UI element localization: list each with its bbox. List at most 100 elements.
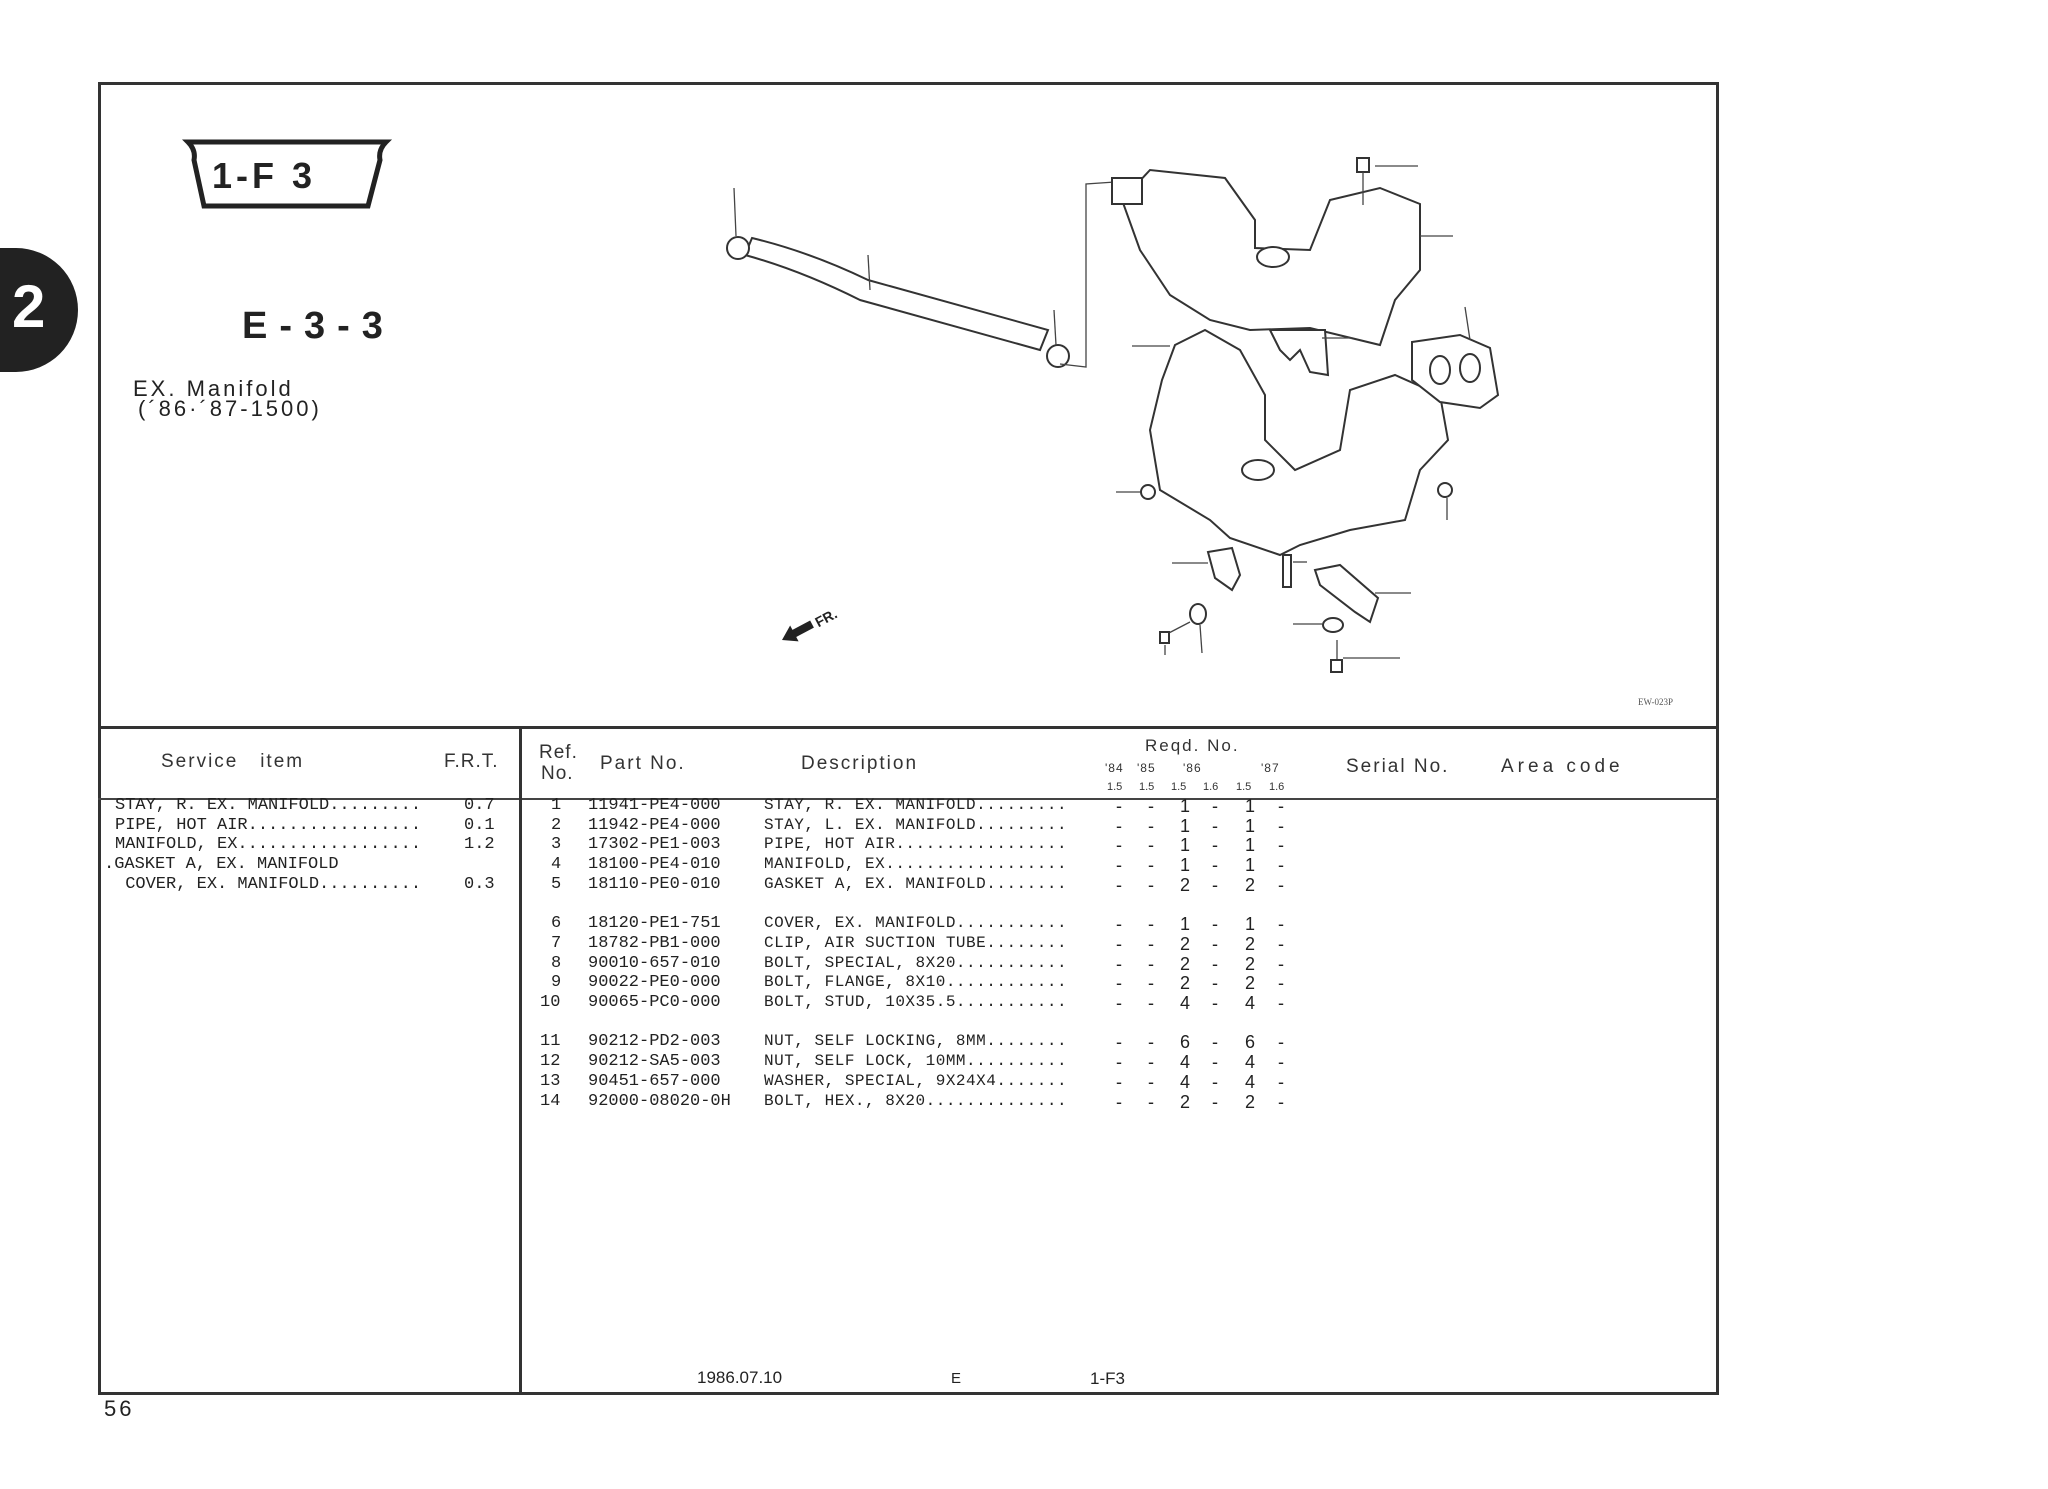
part-no: 18100-PE4-010 [588,855,721,875]
service-item-frt: 0.1 [464,815,495,835]
required-qty: - [1148,933,1154,954]
required-qty: - [1278,1071,1284,1092]
part-no: 92000-08020-0H [588,1091,731,1111]
header-area-code: Area code [1501,756,1624,777]
header-year: '87 [1261,761,1280,775]
part-no: 90212-PD2-003 [588,1032,721,1052]
footer-language: E [951,1370,962,1387]
header-serial-no: Serial No. [1346,756,1450,777]
required-qty: 1 [1180,855,1191,876]
header-engine-size: 1.5 [1139,781,1155,793]
required-qty: - [1212,973,1218,994]
page-frame [98,82,1719,1395]
required-qty: - [1278,1091,1284,1112]
required-qty: - [1116,835,1122,856]
required-qty: - [1148,874,1154,895]
part-no: 90022-PE0-000 [588,973,721,993]
ref-no: 4 [551,855,562,875]
required-qty: 2 [1245,1091,1256,1112]
header-year: '86 [1183,761,1202,775]
required-qty: - [1116,933,1122,954]
header-description: Description [801,753,919,774]
page-title: EX. Manifold [133,376,294,401]
service-item-frt: 0.3 [464,874,495,894]
divider [98,798,1719,800]
part-no: 11941-PE4-000 [588,796,721,815]
header-year: '85 [1137,761,1156,775]
part-no: 90065-PC0-000 [588,993,721,1012]
required-qty: 1 [1245,835,1256,856]
required-qty: - [1212,1032,1218,1053]
header-engine-size: 1.5 [1236,781,1252,793]
front-direction-arrow: FR. [782,605,840,642]
exhaust-manifold [1148,328,1450,557]
header-frt: F.R.T. [444,751,499,772]
required-qty: - [1278,796,1284,816]
required-qty: 2 [1245,973,1256,994]
header-ref-no: No. [541,763,574,784]
required-qty: - [1116,953,1122,974]
description: BOLT, HEX., 8X20.............. [764,1091,1068,1110]
required-qty: 4 [1245,1052,1256,1073]
part-no: 18120-PE1-751 [588,914,721,934]
required-qty: - [1116,1071,1122,1092]
required-qty: - [1116,796,1122,816]
hot-air-pipe [743,236,1050,352]
washer [1322,617,1344,633]
ref-no: 14 [540,1091,561,1111]
stud-bolt [1282,554,1292,588]
required-qty: - [1116,973,1122,994]
service-item: MANIFOLD, EX.................. [115,835,422,855]
part-no: 90451-657-000 [588,1071,721,1091]
nut [1437,482,1453,498]
description: BOLT, STUD, 10X35.5........... [764,993,1068,1011]
required-qty: - [1278,835,1284,856]
required-qty: 4 [1180,993,1191,1013]
required-qty: - [1212,796,1218,816]
ref-no: 2 [551,815,562,835]
required-qty: - [1212,1091,1218,1112]
service-item: STAY, R. EX. MANIFOLD......... [115,796,422,815]
required-qty: 1 [1245,855,1256,876]
page-number: 56 [104,1396,135,1421]
clip [726,236,750,260]
required-qty: - [1116,914,1122,935]
required-qty: - [1212,914,1218,935]
required-qty: - [1148,1052,1154,1073]
header-service-item: Service item [161,751,305,772]
required-qty: - [1212,815,1218,836]
required-qty: 2 [1245,953,1256,974]
special-bolt [1330,659,1343,673]
part-no: 11942-PE4-000 [588,815,721,835]
required-qty: 6 [1245,1032,1256,1053]
required-qty: - [1278,973,1284,994]
required-qty: 1 [1180,796,1191,816]
description: PIPE, HOT AIR................. [764,835,1068,854]
required-qty: 2 [1180,933,1191,954]
ref-no: 11 [540,1032,561,1052]
required-qty: 1 [1180,835,1191,856]
service-item-frt: 1.2 [464,835,495,855]
description: NUT, SELF LOCKING, 8MM........ [764,1032,1068,1051]
header-year: '84 [1105,761,1124,775]
required-qty: - [1116,1032,1122,1053]
required-qty: - [1148,1091,1154,1112]
ref-no: 12 [540,1052,561,1072]
required-qty: - [1148,1032,1154,1053]
required-qty: - [1116,1052,1122,1073]
required-qty: - [1148,993,1154,1013]
required-qty: - [1212,835,1218,856]
description: CLIP, AIR SUCTION TUBE........ [764,933,1068,952]
header-reqd-no: Reqd. No. [1145,736,1240,755]
required-qty: 1 [1245,914,1256,935]
required-qty: - [1116,1091,1122,1112]
part-no: 18110-PE0-010 [588,874,721,894]
required-qty: 1 [1245,796,1256,816]
header-engine-size: 1.5 [1171,781,1187,793]
required-qty: - [1148,855,1154,876]
logo-text: 1-F 3 [212,155,316,196]
service-item: COVER, EX. MANIFOLD.......... [115,874,422,894]
required-qty: 2 [1180,874,1191,895]
description: MANIFOLD, EX.................. [764,855,1068,874]
required-qty: 2 [1180,1091,1191,1112]
